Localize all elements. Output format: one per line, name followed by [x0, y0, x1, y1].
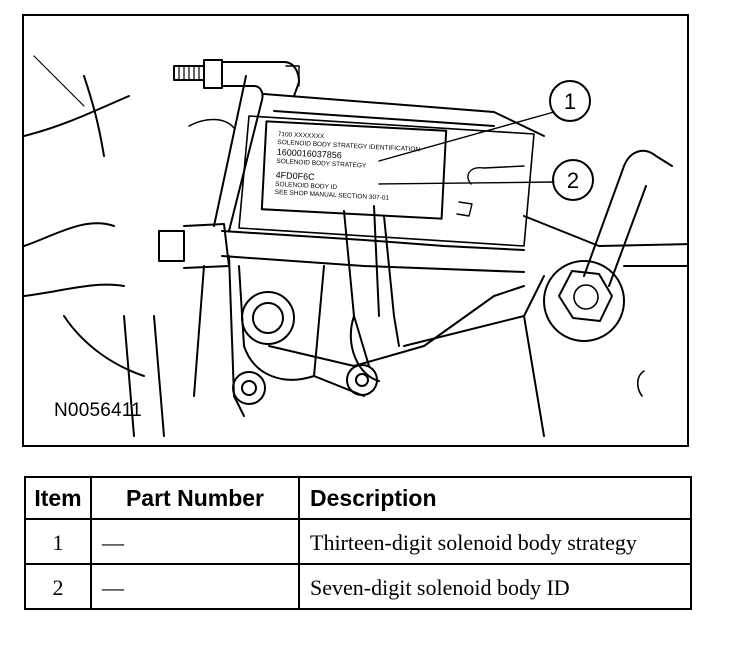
plate-text-line-1: 7100 XXXXXXX: [278, 131, 326, 140]
row-part-number: —: [90, 563, 300, 610]
row-description: Thirteen-digit solenoid body strategy: [298, 518, 692, 565]
header-item: Item: [24, 476, 92, 520]
plate-text-line-6: SOLENOID BODY ID: [275, 181, 338, 191]
row-item: 1: [24, 518, 92, 565]
illustration-figure: 7100 XXXXXXX SOLENOID BODY STRATEGY IDEN…: [22, 14, 689, 447]
row-description: Seven-digit solenoid body ID: [298, 563, 692, 610]
plate-text-line-4: SOLENOID BODY STRATEGY: [276, 158, 367, 170]
figure-id: N0056411: [54, 400, 142, 421]
table-row: 1 — Thirteen-digit solenoid body strateg…: [24, 518, 692, 565]
table-header-row: Item Part Number Description: [24, 476, 692, 520]
callout-2: 2: [567, 168, 579, 193]
table-row: 2 — Seven-digit solenoid body ID: [24, 563, 692, 610]
plate-strategy-number: 1600016037856: [277, 147, 343, 160]
parts-table: Item Part Number Description 1 — Thirtee…: [24, 476, 692, 610]
solenoid-body-line-drawing: 7100 XXXXXXX SOLENOID BODY STRATEGY IDEN…: [24, 55, 687, 437]
header-part-number: Part Number: [90, 476, 300, 520]
plate-body-id: 4FD0F6C: [275, 170, 315, 182]
callout-1: 1: [564, 89, 576, 114]
row-item: 2: [24, 563, 92, 610]
row-part-number: —: [90, 518, 300, 565]
header-description: Description: [298, 476, 692, 520]
